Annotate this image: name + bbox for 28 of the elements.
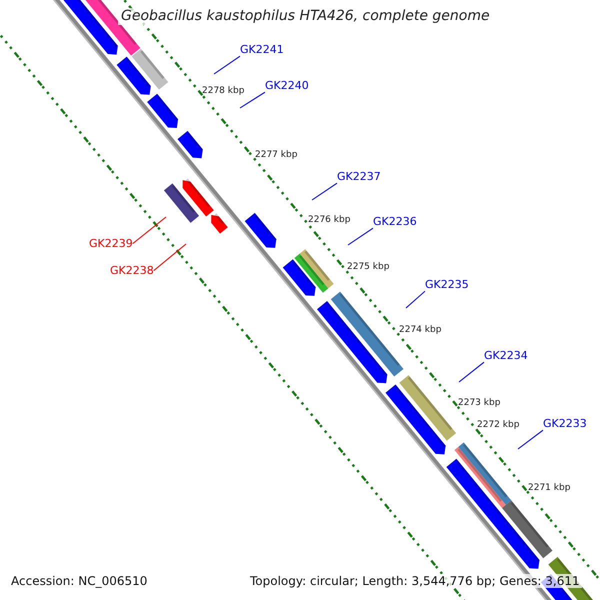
scale-label: 2273 kbp — [458, 398, 500, 409]
gene-label: GK2238 — [110, 264, 154, 278]
leader-line — [312, 182, 338, 200]
leader-line — [153, 244, 186, 272]
scale-label: 2275 kbp — [347, 262, 390, 273]
gene-label: GK2241 — [240, 43, 284, 56]
leader-line — [458, 362, 484, 382]
scale-label: 2278 kbp — [202, 86, 244, 97]
gene-label: GK2237 — [337, 170, 381, 184]
leader-line — [132, 216, 166, 244]
scale-label: 2274 kbp — [399, 325, 442, 336]
gene-label: GK2234 — [484, 349, 528, 362]
gene-label: GK2239 — [89, 237, 133, 250]
genome-summary-text: Topology: circular; Length: 3,544,776 bp; Genes: 3,611 — [248, 574, 582, 588]
scale-label: 2272 kbp — [477, 420, 520, 431]
scale-label: 2271 kbp — [528, 483, 570, 494]
leader-line — [348, 228, 374, 246]
gene-label: GK2236 — [373, 215, 417, 228]
gene-label: GK2233 — [543, 417, 587, 430]
leader-line — [518, 430, 544, 450]
scale-label: 2277 kbp — [255, 150, 298, 161]
leader-line — [406, 290, 426, 308]
leader-line — [240, 92, 266, 108]
scale-label: 2276 kbp — [308, 215, 350, 226]
leader-line — [214, 56, 240, 74]
accession-text: Accession: NC_006510 — [9, 574, 150, 588]
gene-label: GK2235 — [425, 278, 469, 292]
gene-label: GK2240 — [265, 79, 309, 92]
